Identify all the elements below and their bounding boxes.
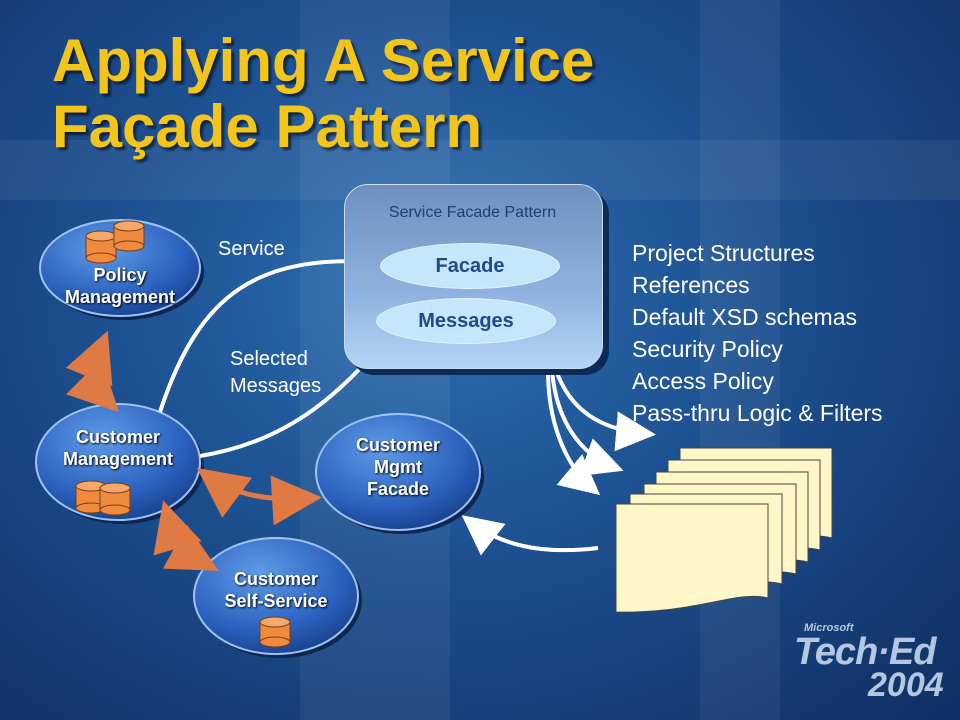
service-edge-label: Service xyxy=(218,238,285,260)
customer-self-service-node[interactable] xyxy=(193,537,362,658)
messages-pill[interactable]: Messages xyxy=(376,298,556,344)
policy-management-node[interactable] xyxy=(39,219,204,320)
feature-item: References xyxy=(632,272,750,298)
database-icon xyxy=(113,220,145,252)
facade-node-label-line: Mgmt xyxy=(374,457,422,477)
document-arrow xyxy=(554,369,656,452)
document-to-facade-arrow xyxy=(461,515,599,556)
facade-node-label-line: Customer xyxy=(355,435,440,455)
database-icon xyxy=(85,230,117,264)
logo-name: Tech·Ed xyxy=(794,631,936,673)
self-service-label-line: Self-Service xyxy=(224,591,328,611)
logo-brand: Microsoft xyxy=(804,622,854,634)
customer-selfservice-connector xyxy=(153,500,219,571)
feature-item: Project Structures xyxy=(632,240,815,266)
database-icon xyxy=(75,480,107,514)
feature-item: Security Policy xyxy=(632,336,783,362)
document-arrow xyxy=(550,369,624,476)
document-stack-icon xyxy=(615,447,833,613)
policy-customer-connector xyxy=(65,330,120,413)
customer-mgmt-label-line: Management xyxy=(62,449,174,469)
policy-label-line: Management xyxy=(64,287,176,307)
customer-facade-connector xyxy=(196,468,322,526)
database-icon xyxy=(99,482,131,516)
facade-pill[interactable]: Facade xyxy=(380,243,560,289)
database-icon xyxy=(259,616,291,648)
service-arrow xyxy=(158,240,386,413)
self-service-label-line: Customer xyxy=(233,569,318,589)
selected-messages-line: Selected xyxy=(230,348,308,370)
logo-year: 2004 xyxy=(868,666,944,704)
slide-title: Applying A Service Façade Pattern xyxy=(52,28,594,160)
policy-management-label: Policy Management xyxy=(40,264,200,308)
feature-item: Access Policy xyxy=(632,368,774,394)
customer-mgmt-facade-label: Customer Mgmt Facade xyxy=(316,434,480,500)
feature-list: Project Structures References Default XS… xyxy=(632,237,883,429)
customer-mgmt-facade-node[interactable] xyxy=(315,413,484,534)
tech-ed-logo: Microsoft Tech·Ed 2004 xyxy=(794,622,944,704)
selected-messages-label: Selected Messages xyxy=(230,346,321,400)
customer-mgmt-label-line: Customer xyxy=(75,427,160,447)
policy-label-line: Policy xyxy=(93,265,147,285)
customer-self-service-label: Customer Self-Service xyxy=(194,568,358,612)
title-line-1: Applying A Service xyxy=(52,27,595,94)
selected-messages-line: Messages xyxy=(230,375,322,397)
title-line-2: Façade Pattern xyxy=(52,93,483,160)
document-arrow xyxy=(546,369,601,496)
service-facade-pattern-title: Service Facade Pattern xyxy=(388,204,557,221)
feature-item: Pass-thru Logic & Filters xyxy=(632,400,883,426)
facade-node-label-line: Facade xyxy=(366,479,430,499)
customer-management-label: Customer Management xyxy=(36,426,200,470)
feature-item: Default XSD schemas xyxy=(632,304,857,330)
